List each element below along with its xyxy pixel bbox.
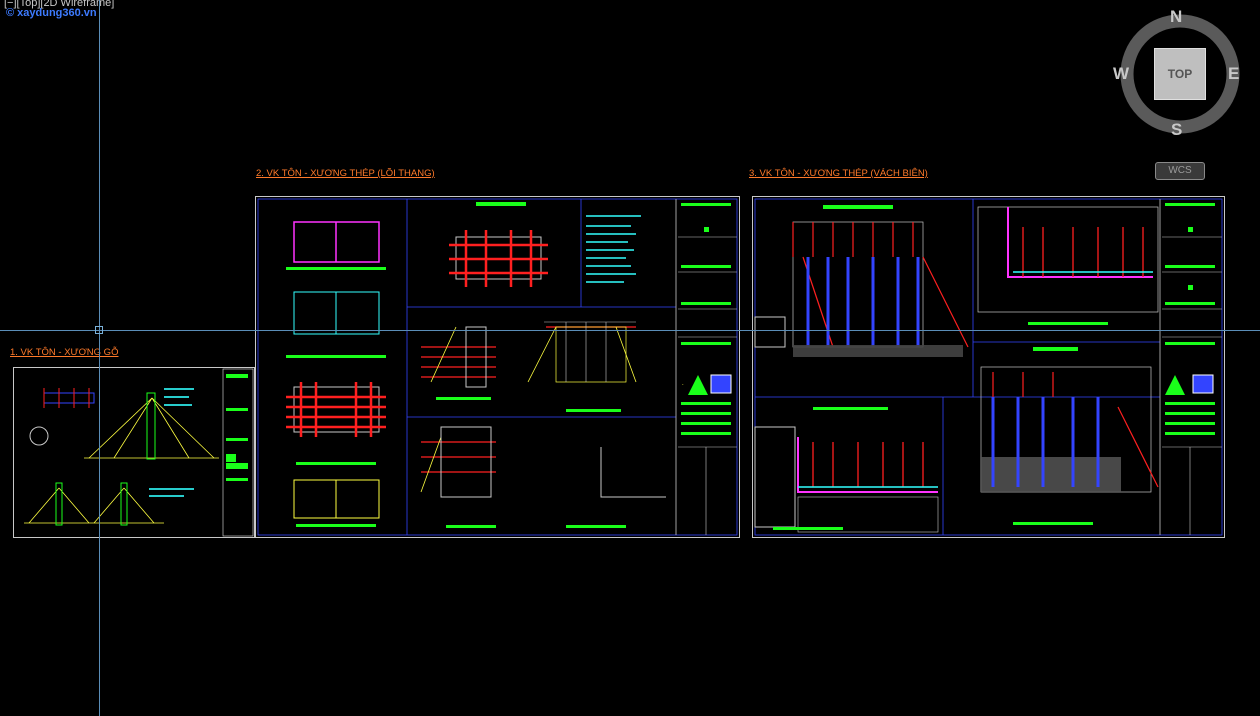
- drawing-sheet-3[interactable]: [752, 196, 1225, 538]
- sheet-3-title: 3. VK TÔN - XƯƠNG THÉP (VÁCH BIÊN): [749, 168, 928, 179]
- crosshair-horizontal: [0, 330, 1260, 331]
- sheet-1-title: 1. VK TÔN - XƯƠNG GỖ: [10, 347, 119, 358]
- watermark: © xaydung360.vn: [6, 7, 97, 19]
- compass-south[interactable]: S: [1171, 120, 1183, 139]
- crosshair-vertical: [99, 0, 100, 716]
- sheet-1-drawing: [24, 368, 254, 537]
- cursor-pickbox: [95, 326, 103, 334]
- sheet-2-drawing: .: [257, 198, 738, 536]
- sheet-3-drawing: [754, 198, 1223, 536]
- drawing-sheet-1[interactable]: [13, 367, 255, 538]
- compass-west[interactable]: W: [1113, 64, 1130, 83]
- drawing-sheet-2[interactable]: .: [255, 196, 740, 538]
- wcs-menu-button[interactable]: WCS: [1155, 162, 1205, 180]
- svg-text:.: .: [682, 381, 684, 387]
- sheet-2-title: 2. VK TÔN - XƯƠNG THÉP (LÕI THANG): [256, 168, 435, 179]
- viewport-controls-label[interactable]: [−][Top][2D Wireframe]: [4, 0, 115, 9]
- compass-east[interactable]: E: [1228, 64, 1240, 83]
- viewcube-compass-ring[interactable]: [1110, 5, 1250, 145]
- viewcube[interactable]: N S E W TOP: [1110, 5, 1250, 145]
- compass-north[interactable]: N: [1170, 7, 1183, 26]
- viewcube-top-face[interactable]: TOP: [1154, 48, 1206, 100]
